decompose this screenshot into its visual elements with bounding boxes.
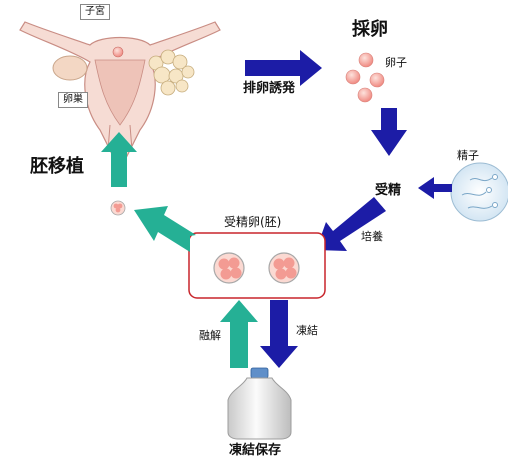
arrow-eggs-to-fertilization [371,108,407,156]
embryo-cell-icon-left [213,252,245,284]
liquid-nitrogen-tank-icon [227,367,292,440]
uterus-illustration [19,21,221,161]
uterus-tag: 子宮 [80,4,110,20]
arrow-transfer-to-uterus [101,132,137,187]
egg-retrieval-label: 採卵 [352,19,388,40]
ovulation-induction-label: 排卵誘発 [243,81,296,96]
arrow-ovulation-to-retrieval [245,50,322,86]
arrow-thawing [220,300,258,368]
arrow-fertilization-to-embryo [316,197,386,251]
arrow-embryo-to-transfer [134,206,196,252]
embryo-transfer-label: 胚移植 [30,156,84,177]
freezing-label: 凍結 [296,324,318,337]
ovary-tag: 卵巣 [58,92,88,108]
fertilized-egg-label: 受精卵(胚) [222,215,284,229]
sperm-label: 精子 [457,149,479,162]
fertilized-egg-box [188,232,326,299]
fertilization-label: 受精 [375,183,402,198]
ovary-follicles-cluster [148,49,195,96]
sperm-petri-dish-icon [450,162,508,222]
embryo-cell-icon-right [268,252,300,284]
transferred-embryo-icon [110,200,126,216]
egg-cells-icon [345,52,385,103]
culture-label: 培養 [361,230,383,243]
arrow-freezing [260,300,298,368]
cryopreservation-label: 凍結保存 [229,443,282,458]
arrow-sperm-to-fertilization [418,177,452,199]
egg-label: 卵子 [385,56,407,69]
thawing-label: 融解 [199,329,221,342]
